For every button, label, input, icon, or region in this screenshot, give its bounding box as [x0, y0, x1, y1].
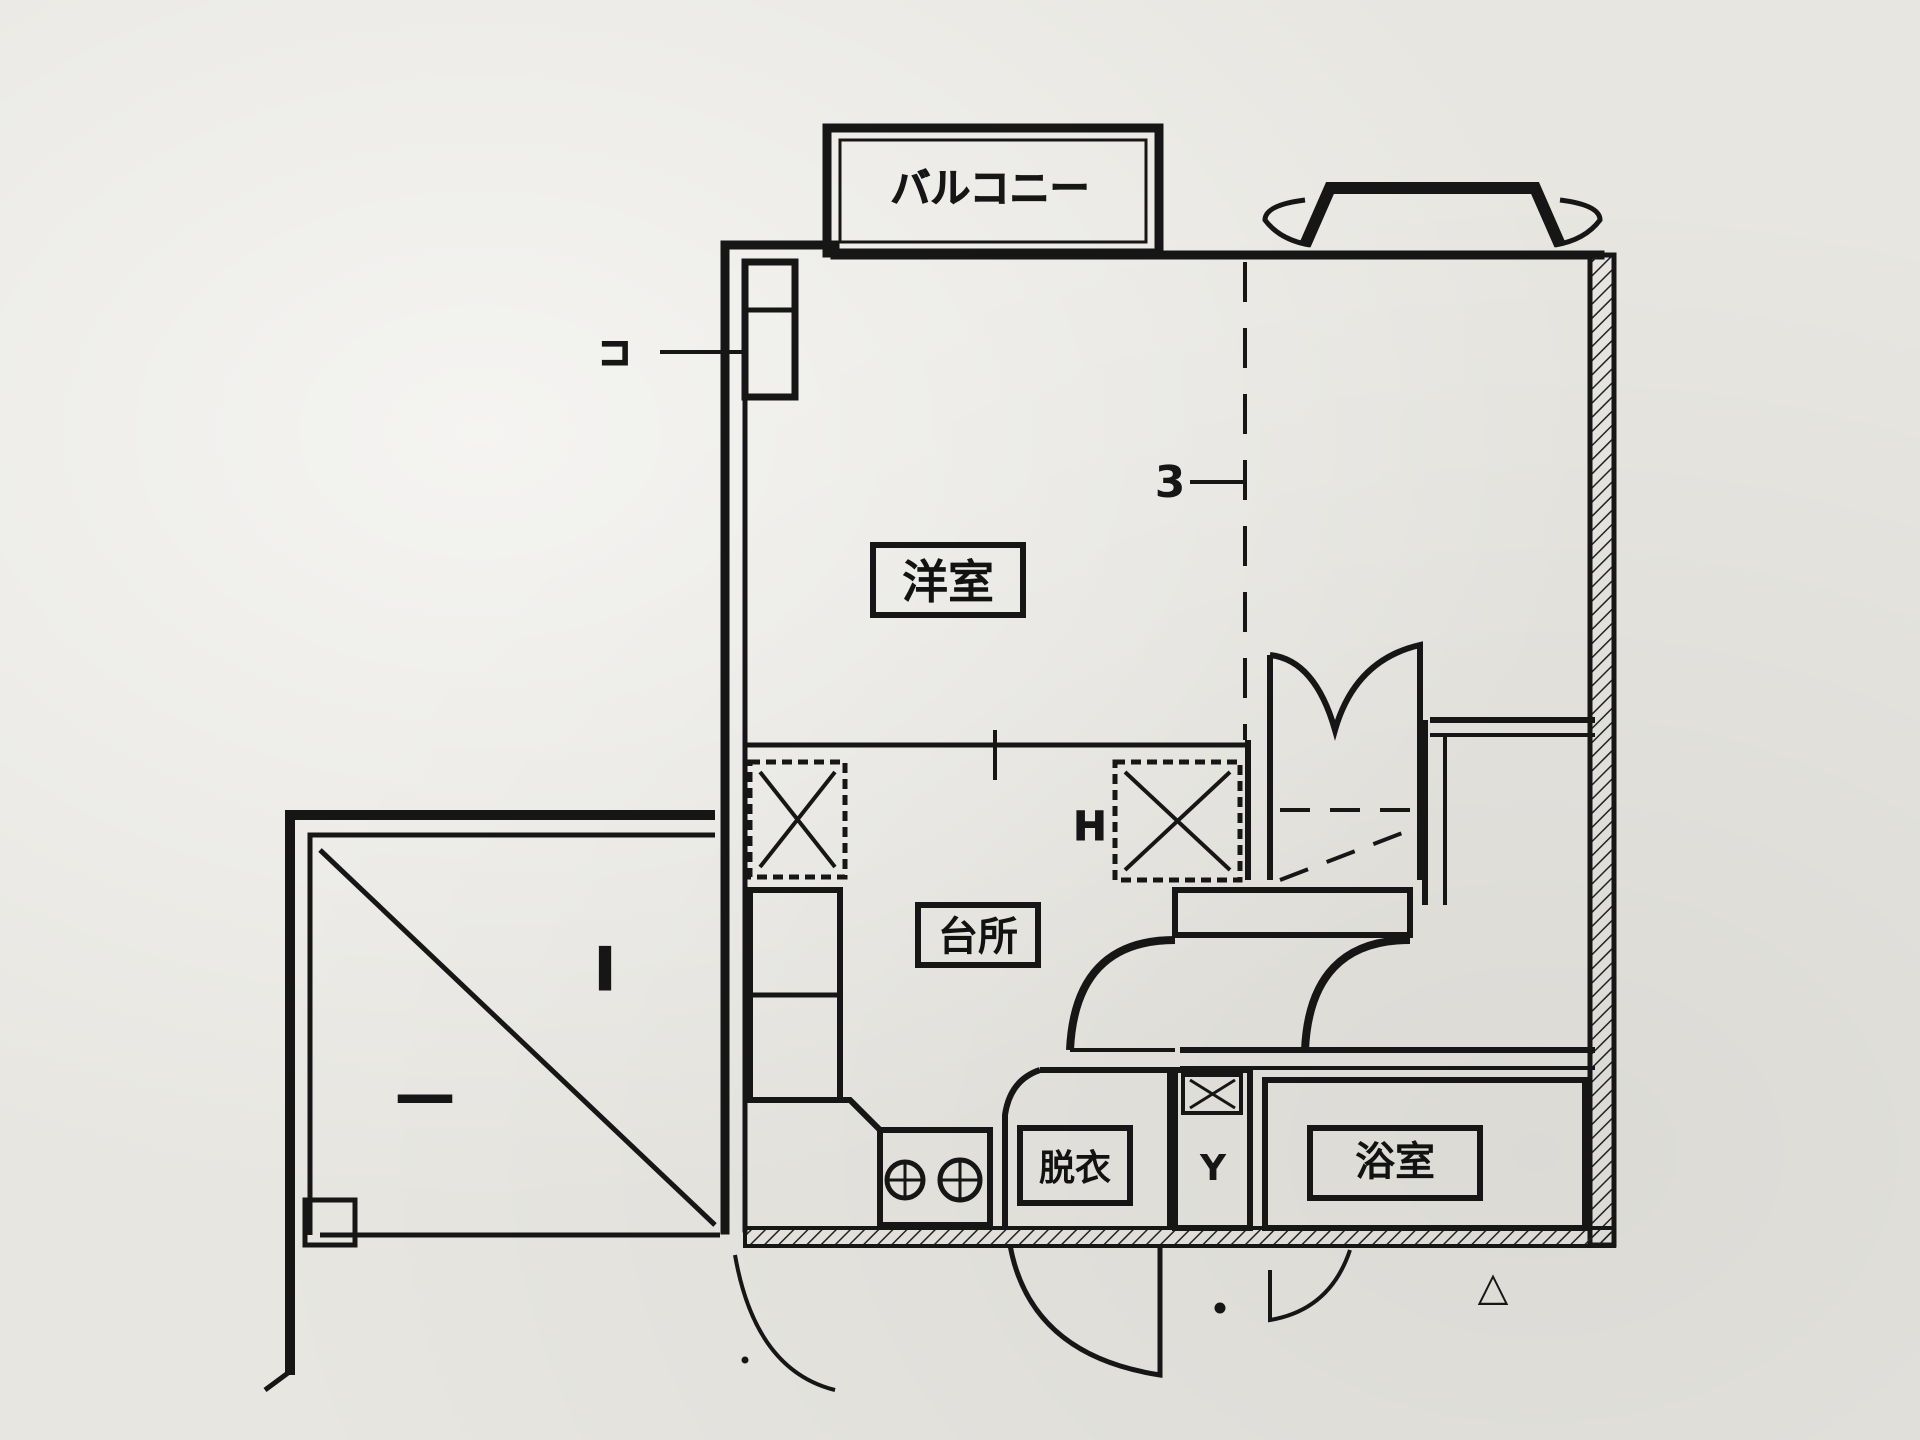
toilet-mark: Y	[1199, 1148, 1227, 1189]
closet	[1267, 641, 1423, 882]
wet-area	[1002, 1067, 1588, 1231]
bathroom-label: 浴室	[1355, 1139, 1435, 1185]
balcony-label: バルコニー	[890, 166, 1089, 212]
north-arrow: △	[1478, 1264, 1509, 1310]
dining-kitchen-label: 台所	[938, 914, 1018, 960]
stove	[877, 1127, 993, 1228]
storage-mark: I	[594, 935, 616, 1005]
exterior-walls	[720, 240, 1617, 1248]
interior-doors	[1066, 936, 1411, 1052]
room-a-label: 洋室	[902, 555, 994, 609]
balcony: バルコニー	[822, 123, 1164, 258]
room-a-label-box	[870, 542, 1026, 618]
pipe-shafts: H	[747, 759, 1243, 883]
entrance-doors	[733, 1244, 1352, 1392]
closet-mark: H	[1073, 804, 1106, 850]
washroom-label: 脱衣	[1039, 1148, 1111, 1189]
kitchen-counter	[747, 887, 993, 1228]
center-mark: 3	[1155, 457, 1186, 508]
dimension-markers: 3 △	[1155, 457, 1509, 1310]
dining-kitchen-label-box	[915, 902, 1041, 968]
interior-walls	[745, 262, 1595, 1070]
storage-mark-2: —	[395, 1060, 455, 1130]
west-cabinet: ⊐	[598, 258, 799, 401]
bay-window	[1262, 182, 1603, 248]
room-labels: 洋室 台所 脱衣 浴室 Y	[870, 542, 1435, 1189]
storage-annex: I —	[263, 810, 720, 1393]
west-mark: ⊐	[598, 329, 632, 375]
